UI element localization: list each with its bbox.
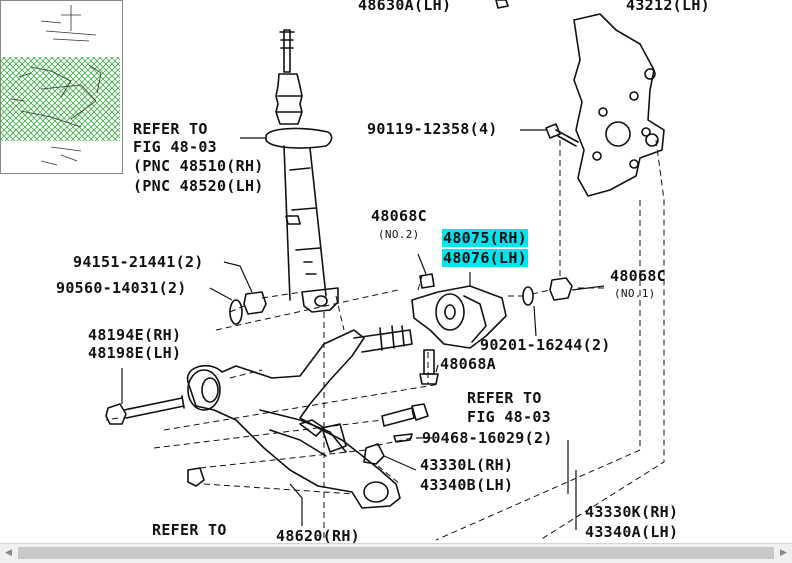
no2-label: (NO.2) — [378, 228, 420, 241]
label-94151-21441[interactable]: 94151-21441(2) — [73, 253, 204, 271]
label-48075-rh[interactable]: 48075(RH) — [442, 229, 528, 247]
shock-absorber-strut[interactable] — [265, 29, 339, 313]
nut-48068c-top[interactable] — [419, 273, 435, 289]
no1-label: (NO.1) — [614, 287, 656, 300]
thumbnail-sketch — [10, 5, 102, 166]
label-48198e[interactable]: 48198E(LH) — [88, 344, 182, 362]
nut-bottom[interactable] — [187, 467, 205, 487]
label-48068c-right[interactable]: 48068C — [610, 267, 666, 285]
label-48194e[interactable]: 48194E(RH) — [88, 326, 182, 344]
bolt-48194e[interactable] — [105, 395, 185, 425]
label-43330l[interactable]: 43330L(RH) — [420, 456, 514, 474]
overview-thumbnail[interactable] — [0, 0, 123, 174]
label-43330k[interactable]: 43330K(RH) — [585, 503, 679, 521]
pnc-48520-label: (PNC 48520(LH) — [133, 177, 264, 195]
washer-90201[interactable] — [522, 286, 534, 306]
horizontal-scrollbar[interactable]: ◀ ▶ — [0, 543, 792, 563]
leader-lines — [121, 129, 605, 530]
label-48630a[interactable]: 48630A(LH) — [358, 0, 452, 14]
label-43340b[interactable]: 43340B(LH) — [420, 476, 514, 494]
label-43340a[interactable]: 43340A(LH) — [585, 523, 679, 541]
dashed-guide-lines — [105, 139, 665, 541]
nut-43330l[interactable] — [363, 443, 385, 465]
label-43212[interactable]: 43212(LH) — [626, 0, 710, 14]
bolt-48630a[interactable] — [495, 0, 509, 9]
label-90201-16244[interactable]: 90201-16244(2) — [480, 336, 611, 354]
thumbnail-view-highlight — [1, 57, 120, 141]
bolt-48068a[interactable] — [419, 349, 439, 385]
label-48620[interactable]: 48620(RH) — [276, 527, 360, 545]
bolt-90119[interactable] — [545, 123, 579, 147]
cotter-pin-90468[interactable] — [393, 433, 413, 443]
label-48068a[interactable]: 48068A — [440, 355, 496, 373]
scroll-thumb[interactable] — [18, 547, 774, 559]
bolt-94151[interactable] — [243, 291, 267, 315]
refer-fig-48-03-link-2[interactable]: FIG 48-03 — [467, 408, 551, 426]
refer-to-label-3: REFER TO — [152, 521, 227, 539]
label-48076-text: 48076(LH) — [442, 249, 528, 267]
refer-fig-48-03-link-1[interactable]: FIG 48-03 — [133, 138, 217, 156]
thumbnail-drawing — [1, 5, 120, 166]
bolt-refer-fig-48-03[interactable] — [381, 403, 429, 427]
scroll-right-arrow-icon[interactable]: ▶ — [780, 548, 787, 558]
label-48068c-top[interactable]: 48068C — [371, 207, 427, 225]
pnc-48510-label: (PNC 48510(RH) — [133, 157, 264, 175]
steering-knuckle[interactable] — [573, 13, 665, 197]
label-90560-14031[interactable]: 90560-14031(2) — [56, 279, 187, 297]
refer-to-label-1: REFER TO — [133, 120, 208, 138]
lower-arm-48620[interactable] — [187, 329, 401, 509]
label-48075-text: 48075(RH) — [442, 229, 528, 247]
bushing-48075[interactable] — [411, 285, 507, 349]
label-90119-12358[interactable]: 90119-12358(4) — [367, 120, 498, 138]
label-48076-lh[interactable]: 48076(LH) — [442, 249, 528, 267]
suspension-drawing — [105, 0, 665, 541]
scroll-left-arrow-icon[interactable]: ◀ — [5, 548, 12, 558]
nut-48068c-right[interactable] — [549, 277, 573, 301]
washer-90560[interactable] — [229, 299, 243, 325]
refer-to-label-2: REFER TO — [467, 389, 542, 407]
label-90468-16029[interactable]: 90468-16029(2) — [422, 429, 553, 447]
bushing-bolt-upper[interactable] — [353, 325, 413, 353]
